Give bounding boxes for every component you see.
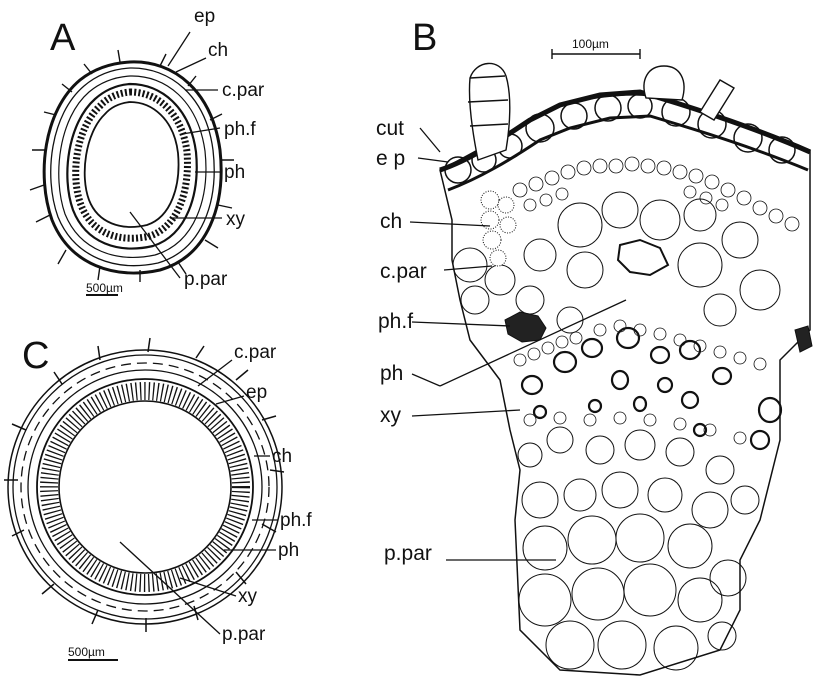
panel-a-label-ph: ph — [224, 162, 245, 183]
panel-c-label-xy: xy — [238, 586, 258, 607]
panel-c-label-c-par: c.par — [234, 342, 277, 363]
panel-b-label-cut: cut — [376, 117, 404, 140]
panel-b-letter: B — [412, 17, 437, 59]
panel-c-pith — [59, 401, 231, 573]
panel-b-label-ph-f: ph.f — [378, 310, 413, 333]
panel-a-label-ph-f: ph.f — [224, 119, 256, 140]
panel-a-label-ch: ch — [208, 40, 228, 61]
panel-b-tissue-outline — [440, 95, 810, 675]
panel-a-pith — [85, 102, 179, 227]
panel-a-scale-label: 500µm — [86, 281, 123, 295]
panel-a-letter: A — [50, 17, 76, 59]
panel-b-label-ch: ch — [380, 210, 402, 233]
panel-a: A 500µm ep ch c.par — [30, 6, 265, 295]
panel-c-scale-label: 500µm — [68, 645, 105, 659]
panel-c-letter: C — [22, 335, 49, 377]
panel-c-label-ph-f: ph.f — [280, 510, 312, 531]
panel-b-scale-label: 100µm — [572, 37, 609, 51]
panel-c-label-ch: ch — [272, 446, 292, 467]
panel-c: C 500µm c.par ep ch ph.f ph xy p.par — [4, 335, 312, 660]
panel-b-label-c-par: c.par — [380, 260, 427, 283]
panel-a-label-p-par: p.par — [184, 269, 228, 290]
panel-b-label-ph: ph — [380, 362, 403, 385]
panel-a-label-ep: ep — [194, 6, 215, 27]
panel-b-label-xy: xy — [380, 404, 402, 427]
panel-a-label-c-par: c.par — [222, 80, 265, 101]
panel-c-label-ep: ep — [246, 382, 267, 403]
panel-b-label-p-par: p.par — [384, 542, 432, 565]
panel-b: B 100µm — [376, 17, 812, 675]
panel-c-label-p-par: p.par — [222, 624, 266, 645]
panel-a-label-xy: xy — [226, 209, 246, 230]
panel-c-label-ph: ph — [278, 540, 299, 561]
panel-b-label-ep: e p — [376, 147, 405, 170]
